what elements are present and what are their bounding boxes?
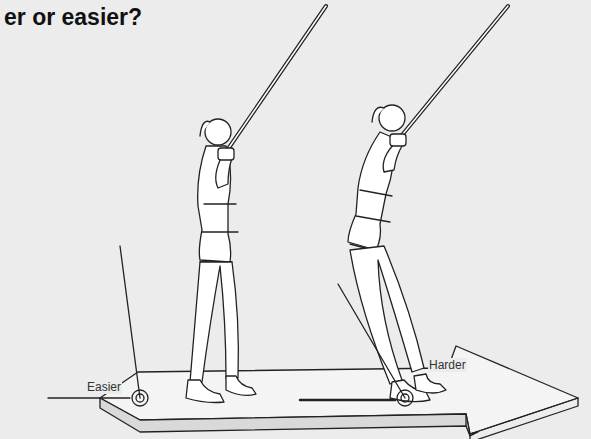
figure-harder bbox=[300, 105, 446, 406]
difficulty-label: Easier bbox=[86, 380, 122, 394]
suspension-strap bbox=[226, 6, 508, 152]
figure-easier bbox=[48, 119, 256, 406]
platform-arrow bbox=[100, 346, 578, 439]
difficulty-label: Harder bbox=[428, 358, 467, 372]
title: er or easier? bbox=[4, 4, 142, 31]
